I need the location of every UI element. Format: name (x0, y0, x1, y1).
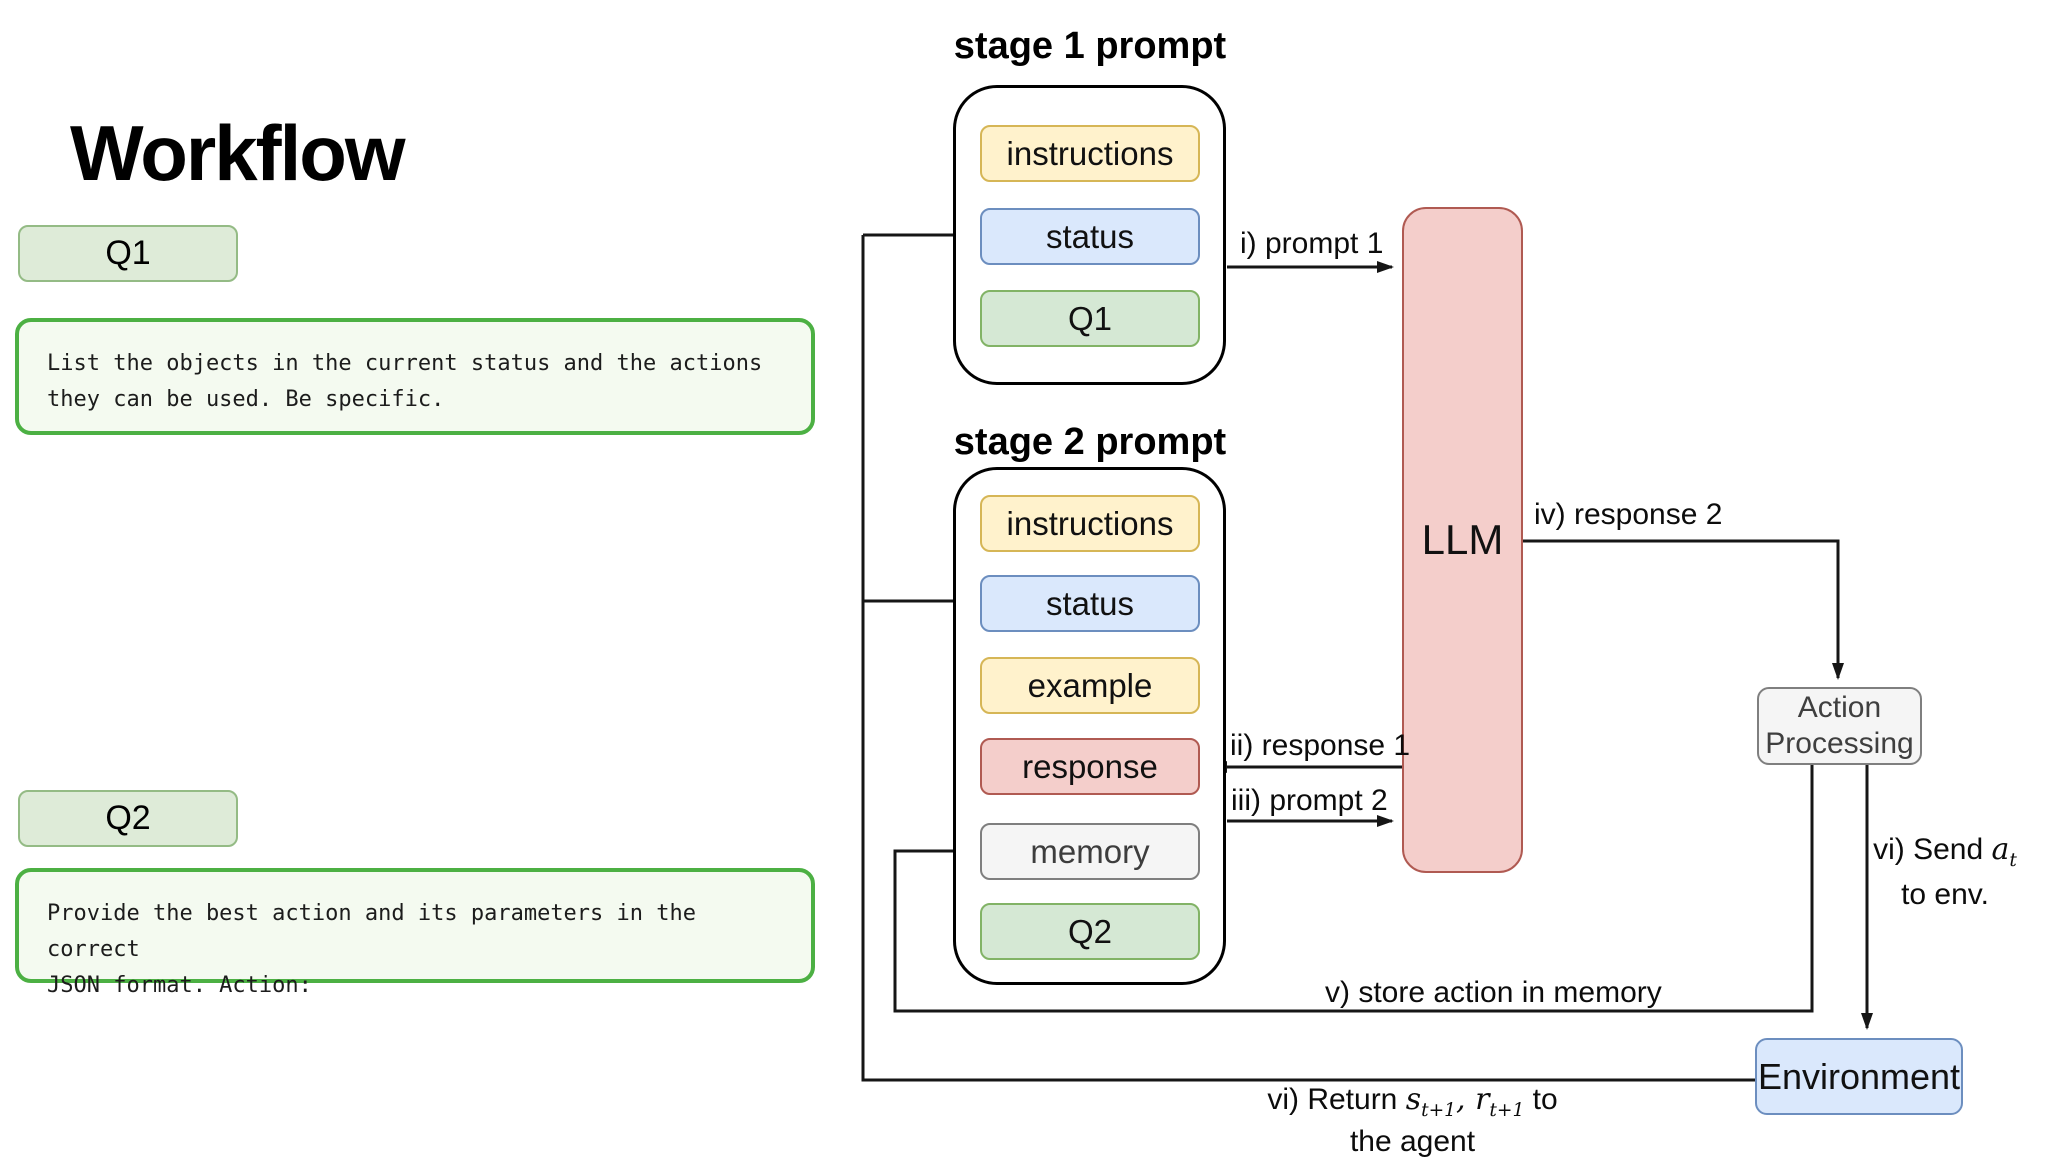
stage2-q2-label: Q2 (1067, 912, 1113, 950)
stage2-response-box: response (980, 738, 1200, 795)
action-processing-label: Action Processing (1765, 691, 1914, 760)
environment-label: Environment (1757, 1055, 1961, 1097)
q2-badge: Q2 (18, 790, 238, 847)
stage2-container (953, 467, 1226, 985)
stage2-example-box: example (980, 657, 1200, 714)
q1-badge-label: Q1 (105, 234, 151, 272)
stage2-response-label: response (1022, 747, 1158, 785)
stage1-title: stage 1 prompt (953, 25, 1227, 67)
edge-label-store-action: v) store action in memory (1325, 976, 1662, 1009)
stage2-memory-box: memory (980, 823, 1200, 880)
stage1-instructions-label: instructions (1006, 134, 1174, 172)
page-title: Workflow (70, 109, 406, 197)
stage1-instructions-box: instructions (980, 125, 1200, 182)
edge-label-send-line1: vi) Send at (1873, 832, 2017, 872)
edge-label-prompt1: i) prompt 1 (1240, 227, 1384, 260)
edge-label-send-action: vi) Send at to env. (1860, 833, 2030, 912)
q1-prompt-line1: List the objects in the current status a… (47, 351, 763, 376)
stage1-q1-box: Q1 (980, 290, 1200, 347)
math-r-t1: rt+1 (1475, 1082, 1525, 1121)
stage1-q1-label: Q1 (1067, 299, 1113, 337)
environment-node: Environment (1755, 1038, 1963, 1115)
stage1-status-label: status (1045, 217, 1135, 255)
edge-label-send-line2: to env. (1901, 878, 1989, 911)
stage2-title: stage 2 prompt (953, 421, 1227, 463)
stage2-status-box: status (980, 575, 1200, 632)
math-a-t: at (1991, 832, 2017, 872)
llm-label: LLM (1421, 516, 1504, 563)
stage1-status-box: status (980, 208, 1200, 265)
q2-prompt-line1: Provide the best action and its paramete… (47, 901, 697, 962)
edge-label-return: vi) Return st+1, rt+1 to the agent (1190, 1084, 1635, 1157)
edge-label-return-line2: the agent (1349, 1125, 1476, 1158)
edge-label-response2: iv) response 2 (1534, 498, 1723, 531)
stage2-example-label: example (1027, 666, 1153, 704)
q2-prompt-textbox: Provide the best action and its paramete… (15, 868, 815, 998)
q2-prompt-line2: JSON format. Action: (47, 973, 312, 998)
q1-badge: Q1 (18, 225, 238, 282)
stage2-memory-label: memory (1030, 832, 1150, 870)
q1-prompt-line2: they can be used. Be specific. (47, 387, 445, 412)
llm-node: LLM (1402, 207, 1523, 873)
q2-badge-label: Q2 (105, 799, 151, 837)
stage2-q2-box: Q2 (980, 903, 1200, 960)
math-s-t1: st+1 (1405, 1082, 1456, 1121)
edge-label-prompt2: iii) prompt 2 (1231, 784, 1388, 817)
action-processing-node: Action Processing (1757, 687, 1922, 765)
edge-label-response1: ii) response 1 (1230, 729, 1411, 762)
stage2-status-label: status (1045, 584, 1135, 622)
stage2-instructions-label: instructions (1006, 504, 1174, 542)
q1-prompt-textbox: List the objects in the current status a… (15, 318, 815, 435)
stage2-instructions-box: instructions (980, 495, 1200, 552)
edge-label-return-line1: vi) Return st+1, rt+1 to (1267, 1082, 1558, 1121)
edge-response2 (1523, 539, 1844, 680)
